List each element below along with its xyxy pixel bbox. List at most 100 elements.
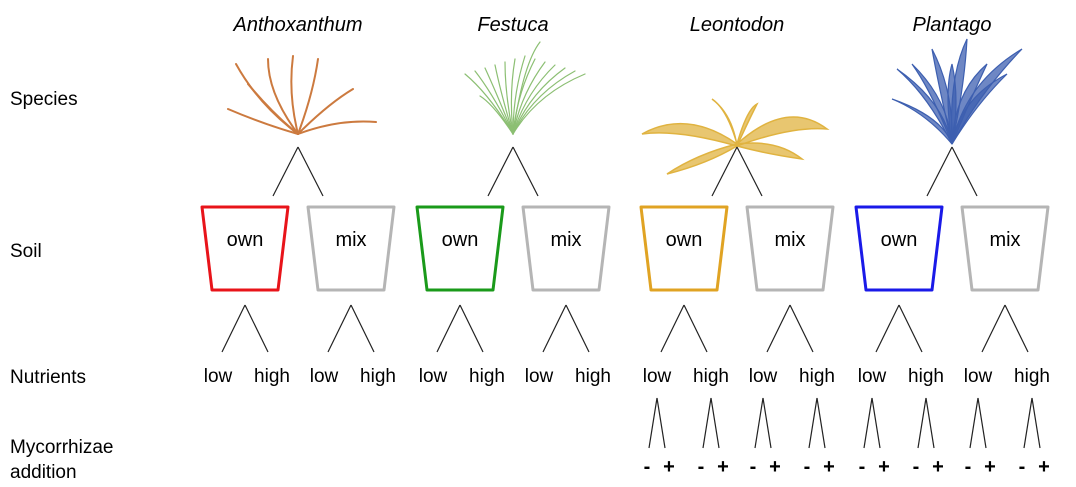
mycorrhizae-plus: + [769, 456, 781, 478]
rosette-plant-icon [641, 98, 830, 175]
mycorrhizae-minus: - [749, 456, 757, 478]
nutrient-label-low: low [857, 366, 887, 387]
pot-label-own: own [441, 229, 479, 251]
nutrient-label-high: high [254, 366, 290, 387]
mycorrhizae-branch-left [969, 397, 979, 449]
species-branch-left [272, 146, 299, 197]
nutrient-label-high: high [693, 366, 729, 387]
nutrient-label-high: high [469, 366, 505, 387]
nutrient-branch-left [436, 304, 461, 353]
mycorrhizae-branch-right [1031, 397, 1041, 449]
pot-label-own: own [880, 229, 918, 251]
fine-grass-icon [464, 41, 586, 135]
mycorrhizae-minus: - [1018, 456, 1026, 478]
species-branch-left [711, 146, 738, 197]
nutrient-branch-right [565, 304, 590, 353]
nutrient-label-low: low [642, 366, 672, 387]
species-branch-right [297, 146, 324, 197]
grass-tuft-icon [227, 55, 377, 135]
pot-label-mix: mix [335, 229, 367, 251]
pot-label-own: own [226, 229, 264, 251]
nutrient-branch-left [542, 304, 567, 353]
mycorrhizae-branch-left [808, 397, 818, 449]
nutrient-branch-right [350, 304, 375, 353]
nutrient-label-high: high [575, 366, 611, 387]
nutrient-label-low: low [418, 366, 448, 387]
nutrient-branch-left [327, 304, 352, 353]
mycorrhizae-plus: + [717, 456, 729, 478]
mycorrhizae-minus: - [912, 456, 920, 478]
soil-pot-mix [306, 205, 396, 292]
nutrient-branch-right [683, 304, 708, 353]
mycorrhizae-branch-right [816, 397, 826, 449]
nutrient-branch-left [981, 304, 1006, 353]
nutrient-label-high: high [1014, 366, 1050, 387]
species-branch-right [512, 146, 539, 197]
nutrient-label-high: high [799, 366, 835, 387]
mycorrhizae-branch-right [925, 397, 935, 449]
species-branch-left [926, 146, 953, 197]
mycorrhizae-branch-left [1023, 397, 1033, 449]
pot-label-mix: mix [774, 229, 806, 251]
mycorrhizae-branch-right [656, 397, 666, 449]
mycorrhizae-plus: + [878, 456, 890, 478]
row-label-soil: Soil [10, 241, 42, 262]
nutrient-branch-left [766, 304, 791, 353]
mycorrhizae-branch-left [863, 397, 873, 449]
plantago-leaves-icon [891, 38, 1023, 145]
mycorrhizae-minus: - [964, 456, 972, 478]
row-label-mycorrhizae: Mycorrhizae [10, 437, 114, 458]
nutrient-label-low: low [963, 366, 993, 387]
soil-pot-mix [960, 205, 1050, 292]
nutrient-label-high: high [360, 366, 396, 387]
mycorrhizae-branch-right [871, 397, 881, 449]
nutrient-label-high: high [908, 366, 944, 387]
mycorrhizae-minus: - [858, 456, 866, 478]
nutrient-branch-left [875, 304, 900, 353]
pot-label-own: own [665, 229, 703, 251]
species-name-plantago: Plantago [912, 14, 992, 36]
soil-pot-own [200, 205, 290, 292]
nutrient-branch-right [789, 304, 814, 353]
mycorrhizae-minus: - [697, 456, 705, 478]
mycorrhizae-plus: + [984, 456, 996, 478]
mycorrhizae-branch-right [762, 397, 772, 449]
nutrient-branch-left [660, 304, 685, 353]
nutrient-branch-right [1004, 304, 1029, 353]
nutrient-branch-right [459, 304, 484, 353]
mycorrhizae-minus: - [643, 456, 651, 478]
soil-pot-mix [745, 205, 835, 292]
soil-pot-mix [521, 205, 611, 292]
row-label-addition: addition [10, 462, 77, 483]
pot-label-mix: mix [550, 229, 582, 251]
species-branch-left [487, 146, 514, 197]
nutrient-label-low: low [309, 366, 339, 387]
soil-pot-own [854, 205, 944, 292]
nutrient-branch-left [221, 304, 246, 353]
nutrient-branch-right [244, 304, 269, 353]
nutrient-label-low: low [748, 366, 778, 387]
mycorrhizae-branch-left [648, 397, 658, 449]
mycorrhizae-branch-left [754, 397, 764, 449]
soil-pot-own [639, 205, 729, 292]
row-label-nutrients: Nutrients [10, 367, 87, 388]
species-branch-right [736, 146, 763, 197]
species-name-leontodon: Leontodon [689, 14, 785, 36]
mycorrhizae-plus: + [932, 456, 944, 478]
mycorrhizae-branch-left [917, 397, 927, 449]
mycorrhizae-branch-right [710, 397, 720, 449]
mycorrhizae-branch-left [702, 397, 712, 449]
nutrient-label-low: low [203, 366, 233, 387]
row-label-species: Species [10, 89, 78, 110]
mycorrhizae-plus: + [663, 456, 675, 478]
pot-label-mix: mix [989, 229, 1021, 251]
species-name-anthoxanthum: Anthoxanthum [233, 14, 363, 36]
nutrient-branch-right [898, 304, 923, 353]
nutrient-label-low: low [524, 366, 554, 387]
mycorrhizae-branch-right [977, 397, 987, 449]
mycorrhizae-plus: + [1038, 456, 1050, 478]
species-branch-right [951, 146, 978, 197]
mycorrhizae-minus: - [803, 456, 811, 478]
